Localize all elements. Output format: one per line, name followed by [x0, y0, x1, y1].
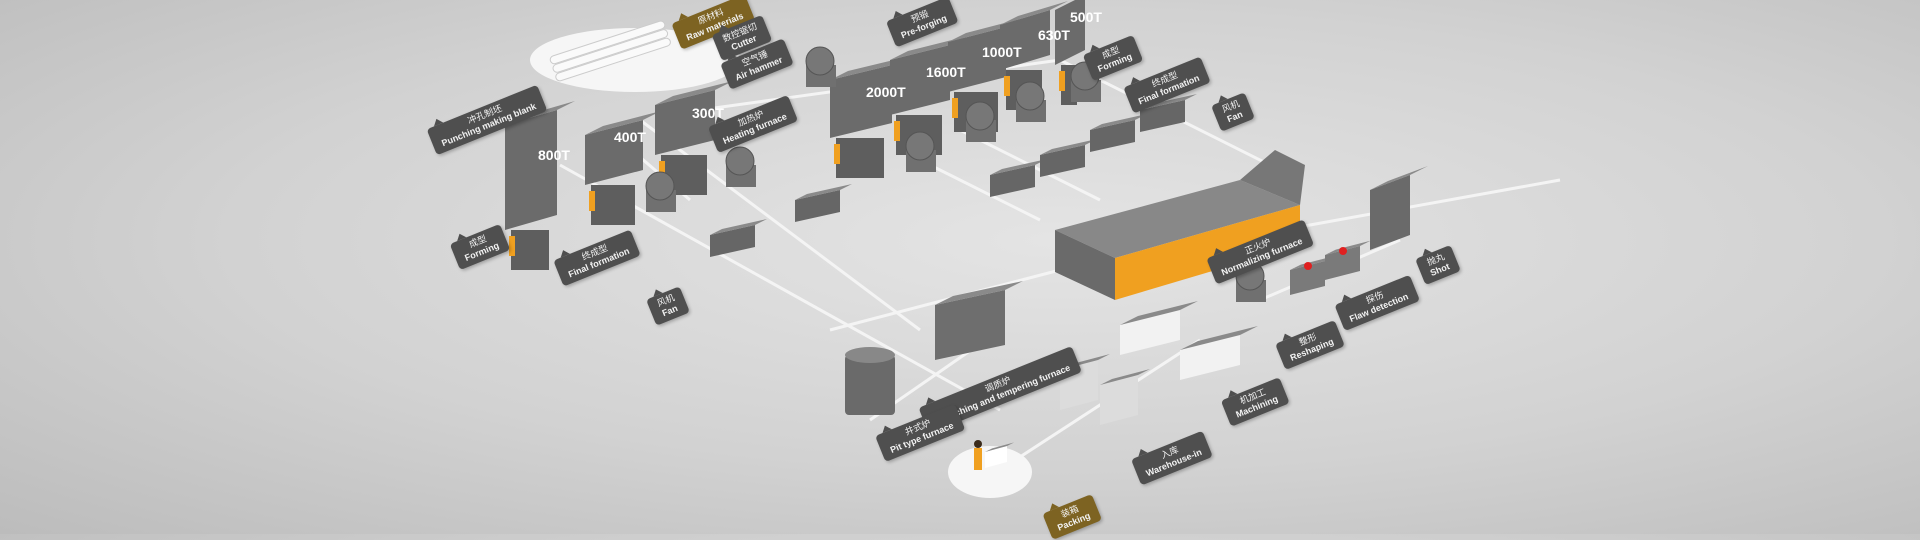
- press-300t-label: 300T: [692, 105, 724, 121]
- raw-bar: [549, 20, 666, 65]
- quenching-furnace-front: [935, 290, 1005, 360]
- press-1000t-label: 1000T: [982, 44, 1022, 60]
- cabinet-front: [990, 165, 1035, 197]
- cabinet-top: [1140, 94, 1197, 110]
- pit-furnace: [845, 355, 895, 415]
- flaw-detector-top: [1290, 255, 1336, 270]
- press-front: [1000, 10, 1050, 70]
- press-die-light: [1004, 76, 1010, 96]
- fan-icon: [645, 171, 675, 201]
- press-front: [585, 120, 643, 185]
- press: [655, 81, 733, 155]
- cnc-machine-top: [1180, 326, 1258, 350]
- fan-icon: [905, 131, 935, 161]
- flaw-detector-front: [1325, 246, 1360, 280]
- cabinet-front: [1140, 100, 1185, 132]
- cabinet: [710, 219, 767, 257]
- press-front: [890, 45, 950, 115]
- press-column: [591, 185, 635, 225]
- raw-bar: [555, 37, 671, 82]
- press-top: [1000, 1, 1068, 25]
- press-die-light: [509, 236, 515, 256]
- cabinet-front: [1040, 145, 1085, 177]
- press-front: [655, 90, 715, 155]
- quenching-furnace-top: [935, 281, 1023, 305]
- press-die-light: [834, 144, 840, 164]
- cabinet: [1090, 114, 1147, 152]
- cabinet-front: [795, 190, 840, 222]
- furnace-hood: [1240, 150, 1305, 205]
- cabinet: [795, 184, 852, 222]
- packing-box-front: [985, 446, 1007, 468]
- press-top: [585, 111, 661, 135]
- press-2000t-label: 2000T: [866, 84, 906, 100]
- quenching-furnace: [935, 281, 1023, 360]
- worker: [974, 448, 982, 470]
- press-400t-label: 400T: [614, 129, 646, 145]
- packing-platform: [948, 446, 1032, 498]
- press-front: [505, 110, 557, 230]
- cabinet-top: [990, 159, 1047, 175]
- normalizing-furnace-side: [1055, 230, 1115, 300]
- indicator-light: [1339, 247, 1347, 255]
- cabinet: [990, 159, 1047, 197]
- press-500t-label: 500T: [1070, 9, 1102, 25]
- press-die-light: [589, 191, 595, 211]
- fan-icon: [965, 101, 995, 131]
- press-800t-label: 800T: [538, 147, 570, 163]
- press-1600t-label: 1600T: [926, 64, 966, 80]
- press-column: [836, 138, 884, 178]
- flaw-detector-top: [1325, 240, 1371, 255]
- shot-blast-machine-top: [1370, 166, 1428, 190]
- packing-box-top: [985, 442, 1015, 452]
- worker-head: [974, 440, 982, 448]
- press-top: [655, 81, 733, 105]
- cabinet-top: [1090, 114, 1147, 130]
- cabinet-top: [795, 184, 852, 200]
- press-die-light: [952, 98, 958, 118]
- raw-bar: [552, 29, 669, 73]
- fan-icon: [805, 46, 835, 76]
- press-top: [1055, 0, 1075, 10]
- shot-blast-machine: [1370, 166, 1428, 250]
- warehouse-rack-top: [1100, 369, 1150, 385]
- packing-box: [985, 442, 1015, 468]
- cnc-machine: [1120, 301, 1198, 355]
- press-front: [830, 65, 892, 138]
- cabinet: [1140, 94, 1197, 132]
- flaw-detector: [1325, 240, 1371, 280]
- flaw-detector-front: [1290, 261, 1325, 295]
- shot-blast-machine-front: [1370, 175, 1410, 250]
- cnc-machine-top: [1120, 301, 1198, 325]
- indicator-light: [1304, 262, 1312, 270]
- press-column: [511, 230, 549, 270]
- pit-furnace-top: [845, 347, 895, 363]
- normalizing-furnace-top: [1055, 180, 1300, 258]
- press-front: [948, 27, 1006, 92]
- fan-icon: [1015, 81, 1045, 111]
- cabinet-front: [710, 225, 755, 257]
- fan-icon: [725, 146, 755, 176]
- press-die-light: [894, 121, 900, 141]
- cabinet-front: [1090, 120, 1135, 152]
- normalizing-furnace-front: [1115, 205, 1300, 300]
- warehouse-rack-front: [1100, 375, 1138, 425]
- press-front: [1055, 0, 1085, 65]
- cabinet: [1040, 139, 1097, 177]
- press: [1000, 1, 1068, 70]
- press: [1055, 0, 1085, 65]
- flaw-detector: [1290, 255, 1336, 295]
- cabinet-top: [1040, 139, 1097, 155]
- press: [585, 111, 661, 185]
- press-die-light: [1059, 71, 1065, 91]
- press-630t-label: 630T: [1038, 27, 1070, 43]
- machines: [505, 0, 1428, 498]
- warehouse-rack: [1100, 369, 1150, 425]
- cnc-machine: [1180, 326, 1258, 380]
- cabinet-top: [710, 219, 767, 235]
- press-die-light: [659, 161, 665, 181]
